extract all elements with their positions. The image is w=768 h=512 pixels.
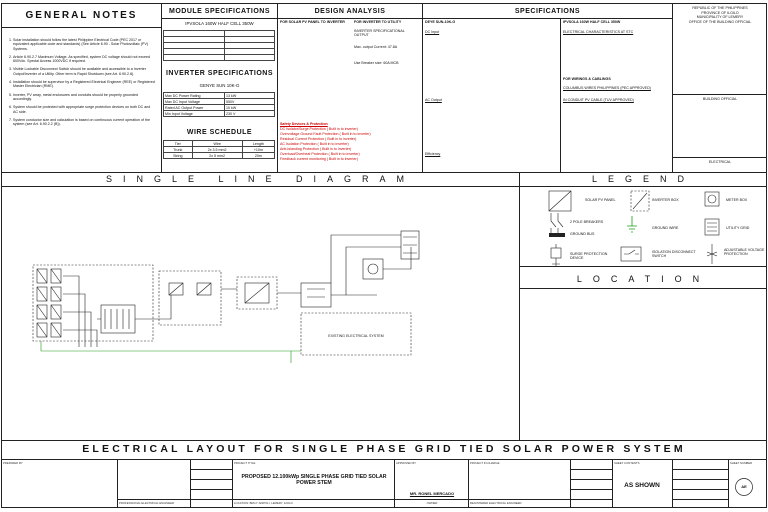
project-location: LOCATION: BRGY. ADIPOLI, LEMERY, ILOILO <box>234 501 293 505</box>
safety-line: Overload/Overheat Protection ( Built in … <box>280 152 360 156</box>
spec-dc-input-head: DC Input <box>425 30 440 34</box>
design-col2-head: FOR INVERTER TO UTILITY <box>354 20 402 24</box>
module-specs-table <box>162 30 275 61</box>
authority-line: PROVINCE OF ILOILO <box>701 10 739 15</box>
project-title-label: PROJECT TITLE <box>234 461 256 465</box>
scale-value: AS SHOWN <box>624 482 660 489</box>
legend-meter-box: METER BOX <box>726 198 748 202</box>
spec-wiring-line: COLUMBUS WIRES PHILIPPINES (PEC APPROVED… <box>563 86 651 90</box>
building-official-label: BUILDING OFFICIAL <box>702 97 738 101</box>
inverter-model: GENYE SUN 10K-G <box>199 83 240 88</box>
authority-line: MUNICIPALITY OF LEMERY <box>696 15 744 19</box>
adj-voltage-icon <box>706 244 718 264</box>
spec-efficiency-head: Efficiency <box>425 152 441 156</box>
wire-schedule-title: WIRE SCHEDULE <box>186 129 253 136</box>
module-model: IPVSOLA 160W HALF CELL 350W <box>185 21 254 26</box>
legend-inverter-box: INVERTER BOX <box>652 198 679 202</box>
sheet-contents-label: SHEET CONTENTS <box>614 461 640 465</box>
location-title: LOCATION <box>576 274 711 284</box>
legend-ground-bus: GROUND BUS <box>570 232 595 236</box>
spec-wiring-line: IN CONDUIT PV CABLE (TUV APPROVED) <box>563 98 634 102</box>
legend-title: LEGEND <box>591 174 695 184</box>
sheet-number-label: SHEET NUMBER <box>730 461 753 465</box>
legend-solar-pv-panel: SOLAR PV PANEL <box>585 198 616 202</box>
authority-line: OFFICE OF THE BUILDING OFFICIAL <box>688 19 752 24</box>
owner-name: MR. RONEL MERCADO <box>409 491 455 496</box>
sheet-number-seal <box>735 478 753 496</box>
solar-pv-panel-icon <box>548 190 572 212</box>
design-analysis-title: DESIGN ANALYSIS <box>314 8 386 15</box>
module-specs-title: MODULE SPECIFICATIONS <box>169 8 270 15</box>
note-item: System conductor size and calculation is… <box>13 118 156 127</box>
spec-electrical-head: ELECTRICAL CHARACTERISTICS AT STC <box>563 30 634 34</box>
legend-utility-grid: UTILITY GRID <box>726 226 750 230</box>
spec-panel-head: IPVSOLA 160W HALF CELL 350W <box>563 20 621 24</box>
legend-ground-wire: GROUND WIRE <box>652 226 679 230</box>
spec-ac-output-head: AC Output <box>425 98 442 102</box>
authority-line: REPUBLIC OF THE PHILIPPINES <box>692 6 748 10</box>
spec-wiring-head: FOR WIRINGS & CABLINGS <box>563 77 611 81</box>
safety-line: DC Isolator/Surge Protection ( Built in … <box>280 127 358 131</box>
legend-surge-protection: SURGE PROTECTION DEVICE <box>570 252 608 261</box>
spec-inverter-head: DEYE SUN-10K-G <box>425 20 456 24</box>
note-item: System should be protected with appropri… <box>13 105 156 114</box>
approved-by-label: APPROVED BY <box>396 461 417 465</box>
isolation-switch-icon <box>620 246 642 262</box>
drawing-frame <box>1 3 767 508</box>
safety-line: Overvoltage Ground Fault Protection ( Bu… <box>280 132 371 136</box>
electrical-label: ELECTRICAL <box>708 160 732 164</box>
ground-wire-icon <box>627 216 637 233</box>
prepared-by-label: PREPARED BY <box>3 461 23 465</box>
design-col2-line: Use Breaker size: 60A MCB <box>354 61 399 65</box>
meter-box-icon <box>704 191 720 207</box>
sheet-number-value: AE <box>741 484 747 489</box>
general-notes-list: Solar installation should follow the lat… <box>4 38 156 130</box>
legend-pole-breakers: 2 POLE BREAKERS <box>570 220 604 224</box>
single-line-diagram: EXISTING ELECTRICAL SYSTEM <box>32 230 420 363</box>
safety-head: Safety Devices & Protection <box>280 122 328 126</box>
wire-schedule-table: Tier Wire Length Trunk 2x 3.5 mm2 +10m S… <box>163 140 276 159</box>
design-col1-head: FOR SOLAR PV PANEL TO INVERTER <box>280 20 345 24</box>
prof-engineer-label: PROFESSIONAL ELECTRICAL ENGINEER <box>119 501 174 505</box>
utility-grid-icon <box>704 218 720 236</box>
safety-line: Anti-Islanding Protection ( Built in to … <box>280 147 352 151</box>
inverter-specs-title: INVERTER SPECIFICATIONS <box>165 70 274 77</box>
single-line-title: SINGLE LINE DIAGRAM <box>105 174 416 184</box>
owner-label: OWNER <box>426 501 438 505</box>
design-col2-line: INVERTER SPECIFICATIONAL OUTPUT <box>354 29 405 38</box>
location-map-area <box>520 289 767 440</box>
inverter-box-icon <box>630 190 650 212</box>
note-item: Visible Lockable Disconnect Switch shoul… <box>13 67 156 76</box>
design-col2-line: Max. output Current: 47.8A <box>354 45 398 49</box>
solar-pv-panel-array <box>36 268 62 338</box>
legend-isolation-switch: ISOLATION DISCONNECT SWITCH <box>652 250 696 259</box>
legend-adj-voltage: ADJUSTABLE VOLTAGE PROTECTION <box>724 248 765 257</box>
note-item: Inverter, PV array, metal enclosures and… <box>13 93 156 102</box>
note-item: Installation should be supervisor by a R… <box>13 80 156 89</box>
existing-system-label: EXISTING ELECTRICAL SYSTEM <box>328 334 384 338</box>
note-item: Article 6.90.2.7 Maximum Voltage. As spe… <box>13 55 156 64</box>
specifications-title: SPECIFICATIONS <box>514 8 581 15</box>
safety-line: Residual Current Protection ( Built in t… <box>280 137 357 141</box>
note-item: Solar installation should follow the lat… <box>13 38 156 51</box>
safety-line: AC Isolation Protection ( Built in to in… <box>280 142 349 146</box>
surge-protection-icon <box>550 244 562 266</box>
ground-bus-icon <box>549 233 565 237</box>
drawing-title-banner: ELECTRICAL LAYOUT FOR SINGLE PHASE GRID … <box>82 443 686 455</box>
project-title: PROPOSED 12.100kWp SINGLE PHASE GRID TIE… <box>241 474 387 487</box>
safety-line: Feedback current monitoring ( Built in t… <box>280 157 358 161</box>
pv-array-boundary <box>32 264 154 342</box>
registered-ee-label: REGISTERED ELECTRICAL ENGINEER <box>470 501 522 505</box>
general-notes-title: GENERAL NOTES <box>25 10 138 21</box>
project-in-charge-label: PROJECT IN-CHARGE <box>470 461 500 465</box>
